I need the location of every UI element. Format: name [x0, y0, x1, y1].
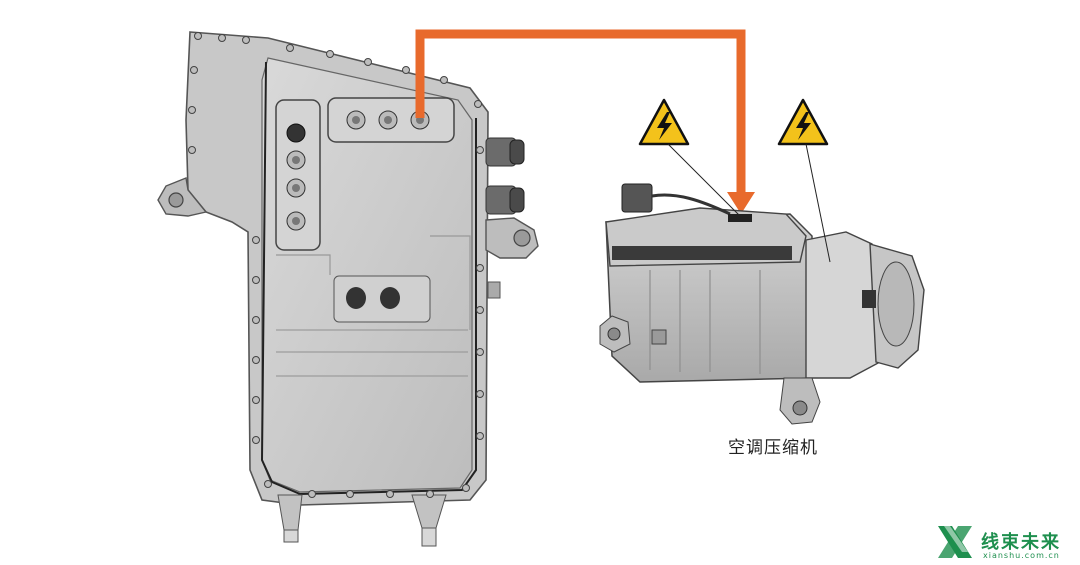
connection-arrowhead: [727, 192, 755, 214]
compressor-label: 空调压缩机: [728, 438, 818, 458]
high-voltage-warning-icon: [777, 98, 829, 146]
ac-compressor: [599, 183, 925, 425]
high-voltage-warning-icon: [638, 98, 690, 146]
watermark-logo-icon: [938, 526, 972, 558]
watermark-domain: xianshu.com.cn: [983, 551, 1060, 560]
leader-line: [667, 143, 741, 217]
watermark-brand: 线束未来: [981, 532, 1061, 553]
hv-connection-line: [415, 29, 746, 196]
leader-line: [805, 143, 831, 263]
power-electronics-housing: [157, 31, 539, 547]
